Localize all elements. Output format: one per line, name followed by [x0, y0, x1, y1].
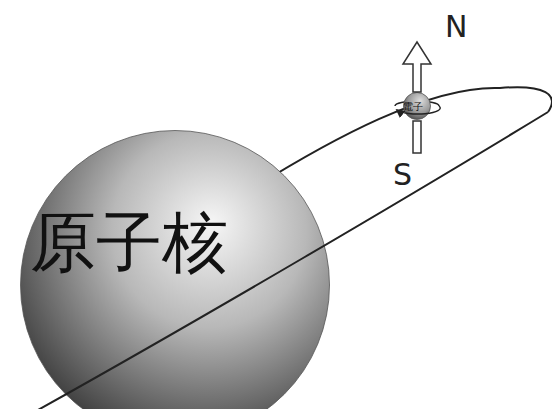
nucleus-label: 原子核 — [30, 207, 228, 280]
electron-sphere — [404, 93, 431, 120]
nucleus-sphere: 原子核 — [20, 130, 330, 409]
electron-label: 電子 — [403, 101, 423, 112]
pole-label: S — [393, 160, 412, 190]
nucleus-sphere — [21, 131, 330, 409]
magnetic-arrow-tail — [413, 121, 421, 153]
pole-label: N — [445, 12, 467, 42]
magnetic-arrow — [403, 42, 431, 92]
orbit-line — [20, 112, 548, 409]
orbit-line — [250, 87, 552, 190]
electron-sphere: 電子 — [403, 92, 431, 120]
spin-ring — [397, 106, 440, 114]
